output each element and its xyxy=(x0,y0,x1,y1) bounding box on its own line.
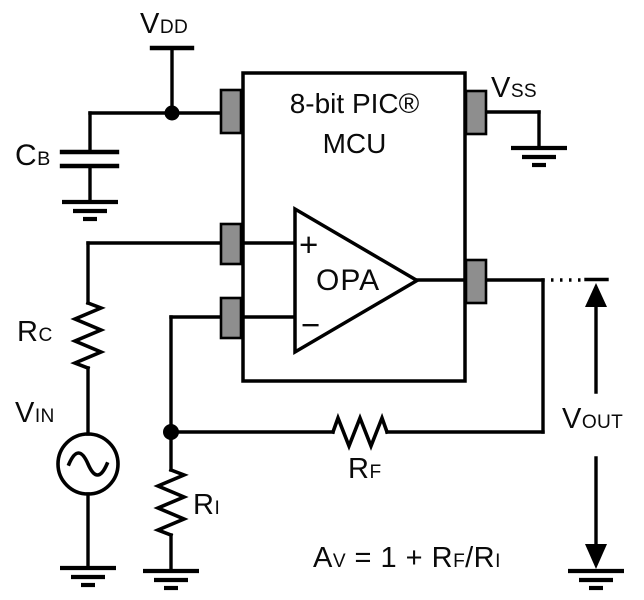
vdd-label: VDD xyxy=(140,8,189,40)
rf-feedback-path xyxy=(169,278,545,451)
vin-source xyxy=(56,432,120,588)
mcu-title-line2: MCU xyxy=(322,127,387,159)
ri-label: RI xyxy=(193,489,221,521)
minus-input-pin xyxy=(219,296,243,340)
output-pin xyxy=(464,258,488,305)
mcu-pins xyxy=(219,88,488,340)
vout-measure xyxy=(568,277,624,591)
mcu-box xyxy=(241,71,467,383)
vout-down-arrow-icon xyxy=(585,544,607,569)
mcu-label: 8-bit PIC® MCU xyxy=(244,84,465,164)
opamp-body xyxy=(293,205,421,356)
sine-wave-icon xyxy=(66,451,110,477)
vout-up-arrow-icon xyxy=(585,283,607,307)
noninverting-input-path xyxy=(70,241,297,436)
rc-label: RC xyxy=(17,316,53,348)
cb-label: CB xyxy=(15,139,51,172)
vdd-junction-dot xyxy=(164,105,180,121)
opamp-minus-sign: − xyxy=(301,306,321,343)
opamp-triangle xyxy=(293,205,421,356)
vin-ground-icon xyxy=(60,565,116,588)
vin-label: VIN xyxy=(15,397,55,429)
rf-label: RF xyxy=(348,453,382,485)
plus-input-pin xyxy=(219,222,243,266)
opamp-plus-sign: + xyxy=(299,226,319,263)
ri-ground-icon xyxy=(143,568,199,591)
mcu-title-line1: 8-bit PIC® xyxy=(289,88,420,119)
ri-branch xyxy=(143,430,199,591)
vss-label: VSS xyxy=(491,72,537,104)
vout-label: VOUT xyxy=(562,403,624,435)
bypass-capacitor xyxy=(59,111,120,222)
gain-formula: AV = 1 + RF/RI xyxy=(313,542,501,574)
vdd-pin xyxy=(219,88,243,135)
vdd-supply-wire xyxy=(88,45,226,121)
vss-pin xyxy=(464,89,488,136)
cb-ground-icon xyxy=(62,199,118,222)
vout-ground-icon xyxy=(568,568,624,591)
ri-resistor xyxy=(153,467,189,538)
rc-resistor xyxy=(70,300,106,371)
vss-path xyxy=(484,110,567,168)
opamp-label: OPA xyxy=(316,264,381,297)
vss-ground-icon xyxy=(511,145,567,168)
rf-resistor xyxy=(330,412,390,451)
